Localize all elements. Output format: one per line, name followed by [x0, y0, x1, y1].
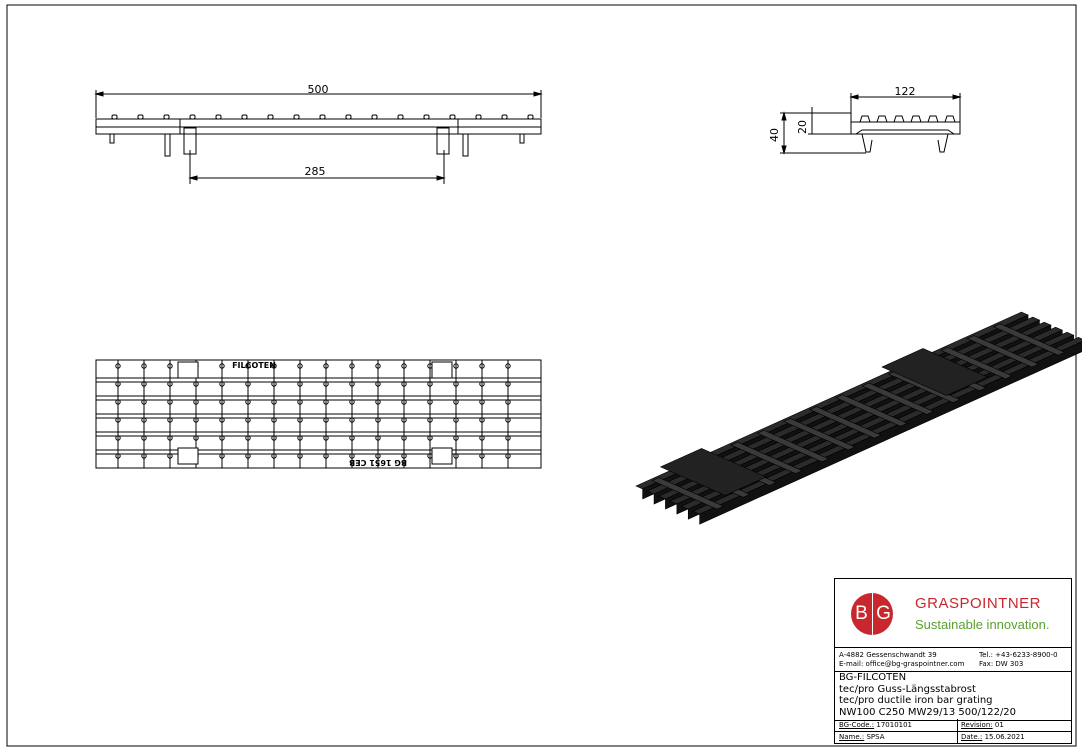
dim-spacing: 285 — [305, 165, 326, 178]
dim-height-total: 40 — [768, 128, 781, 142]
side-view — [94, 90, 543, 184]
plan-marking-bottom: BG 1651 CEB — [349, 458, 407, 467]
fax: Fax: DW 303 — [979, 660, 1024, 668]
dim-height-grating: 20 — [796, 120, 809, 134]
date-cell: Date.: 15.06.2021 — [957, 731, 1025, 743]
date-label: Date.: — [961, 733, 983, 741]
dim-width: 122 — [895, 85, 916, 98]
address-line: A-4882 Gessenschwandt 39 — [839, 651, 937, 659]
title-block: B G GRASPOINTNER Sustainable innovation.… — [834, 578, 1072, 744]
product-name: BG-FILCOTEN — [839, 672, 907, 683]
revision-label: Revision: — [961, 721, 993, 729]
revision-cell: Revision: 01 — [957, 719, 1004, 731]
bg-code-value: 17010101 — [876, 721, 913, 729]
end-view — [780, 93, 962, 155]
logo-letter-b: B — [855, 603, 868, 624]
description-de: tec/pro Guss-Längsstabrost — [839, 683, 976, 695]
dim-overall-length: 500 — [308, 83, 329, 96]
brand-tagline: Sustainable innovation. — [915, 617, 1050, 632]
drawing-meta: BG-Code.: 17010101 Revision: 01 Name.: S… — [835, 719, 1071, 743]
contact-info: A-4882 Gessenschwandt 39 Tel.: +43-6233-… — [839, 651, 1058, 669]
bg-code-label: BG-Code.: — [839, 721, 875, 729]
bg-logo-icon: B G — [851, 593, 893, 635]
description-en: tec/pro ductile iron bar grating — [839, 695, 993, 706]
plan-view — [95, 359, 542, 469]
email: E-mail: office@bg-graspointner.com — [839, 660, 965, 668]
logo-letter-g: G — [872, 593, 893, 635]
logo-area: B G GRASPOINTNER Sustainable innovation. — [835, 579, 1071, 648]
bg-code-cell: BG-Code.: 17010101 — [835, 719, 912, 731]
name-value: SPSA — [866, 733, 885, 741]
date-value: 15.06.2021 — [984, 733, 1025, 741]
product-description: BG-FILCOTEN tec/pro Guss-Längsstabrost t… — [835, 671, 1071, 721]
isometric-view — [635, 311, 1082, 525]
brand-name: GRASPOINTNER — [915, 595, 1042, 612]
revision-value: 01 — [994, 721, 1004, 729]
name-label: Name.: — [839, 733, 865, 741]
product-spec: NW100 C250 MW29/13 500/122/20 — [839, 706, 1017, 718]
sheet-frame — [6, 4, 1077, 747]
name-cell: Name.: SPSA — [835, 731, 885, 743]
telephone: Tel.: +43-6233-8900-0 — [979, 651, 1058, 659]
plan-marking-top: FILCOTEN — [232, 361, 276, 370]
